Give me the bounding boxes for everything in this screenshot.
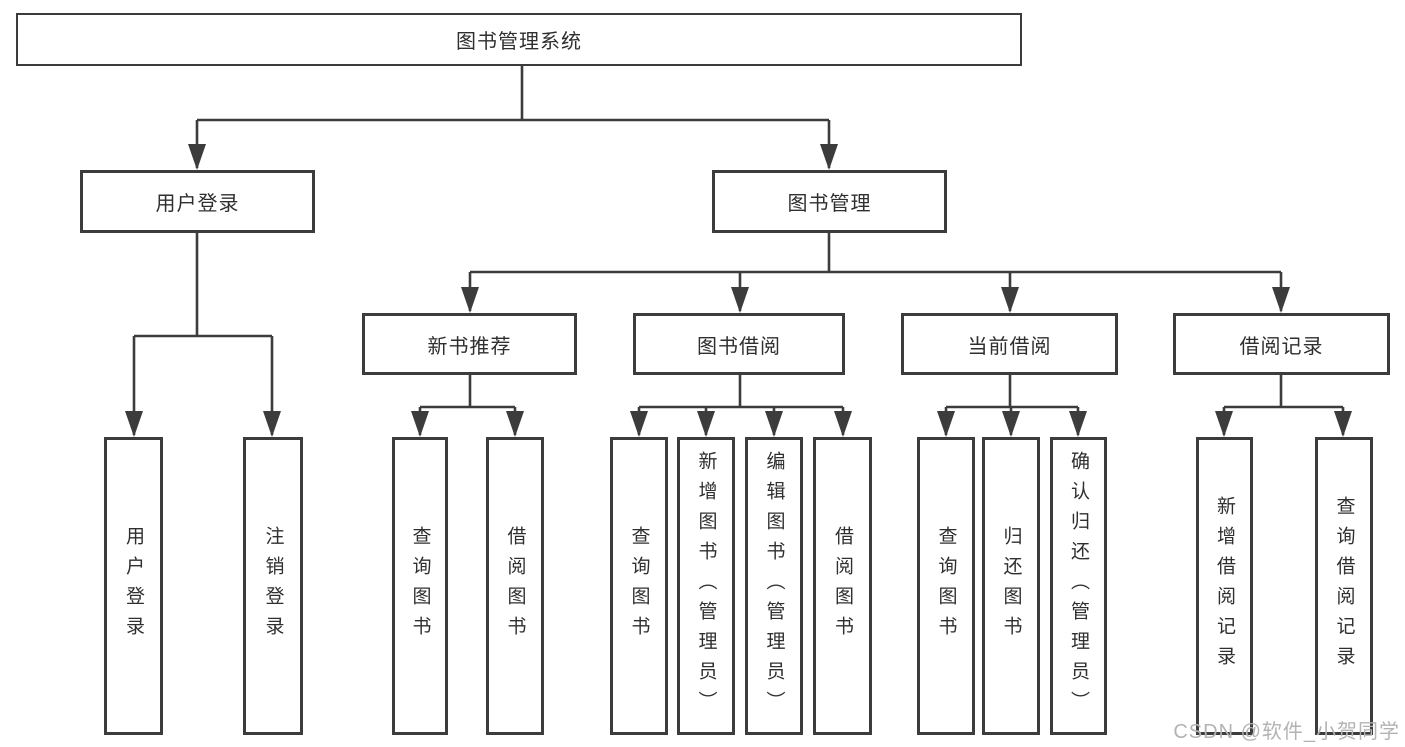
leaf-edit-book-admin-label: 编辑图书（管理员） (763, 451, 785, 721)
leaf-borrow-query-book: 查询图书 (610, 437, 668, 735)
arrowheads (125, 144, 1352, 437)
leaf-query-borrow-record-label: 查询借阅记录 (1333, 496, 1355, 676)
leaf-borrow-query-book-label: 查询图书 (628, 526, 650, 646)
leaf-logout-label: 注销登录 (262, 526, 284, 646)
node-current-borrow: 当前借阅 (901, 313, 1118, 375)
leaf-edit-book-admin: 编辑图书（管理员） (745, 437, 803, 735)
leaf-return-book: 归还图书 (982, 437, 1040, 735)
leaf-user-login-label: 用户登录 (123, 526, 144, 646)
node-book-management: 图书管理 (712, 170, 947, 233)
node-book-borrow: 图书借阅 (633, 313, 845, 375)
node-user-login: 用户登录 (80, 170, 315, 233)
node-root-library-system: 图书管理系统 (16, 13, 1022, 66)
leaf-borrow-borrow-book-label: 借阅图书 (832, 526, 853, 646)
leaf-user-login: 用户登录 (104, 437, 163, 735)
leaf-confirm-return-admin: 确认归还（管理员） (1050, 437, 1107, 735)
leaf-add-book-admin: 新增图书（管理员） (677, 437, 735, 735)
leaf-recommend-query-book-label: 查询图书 (409, 526, 431, 646)
tree-edges (132, 66, 1345, 435)
leaf-recommend-borrow-book: 借阅图书 (486, 437, 544, 735)
leaf-query-borrow-record: 查询借阅记录 (1315, 437, 1373, 735)
leaf-current-query-book-label: 查询图书 (935, 526, 957, 646)
leaf-logout: 注销登录 (243, 437, 303, 735)
leaf-recommend-borrow-book-label: 借阅图书 (504, 526, 526, 646)
leaf-confirm-return-admin-label: 确认归还（管理员） (1068, 451, 1089, 721)
leaf-add-book-admin-label: 新增图书（管理员） (695, 451, 717, 721)
leaf-return-book-label: 归还图书 (1000, 526, 1022, 646)
node-new-book-recommend: 新书推荐 (362, 313, 577, 375)
leaf-current-query-book: 查询图书 (917, 437, 975, 735)
leaf-add-borrow-record: 新增借阅记录 (1196, 437, 1253, 735)
leaf-borrow-borrow-book: 借阅图书 (813, 437, 872, 735)
csdn-watermark: CSDN @软件_小贺同学 (1173, 721, 1400, 743)
node-borrow-record: 借阅记录 (1173, 313, 1390, 375)
leaf-recommend-query-book: 查询图书 (392, 437, 448, 735)
leaf-add-borrow-record-label: 新增借阅记录 (1214, 496, 1235, 676)
